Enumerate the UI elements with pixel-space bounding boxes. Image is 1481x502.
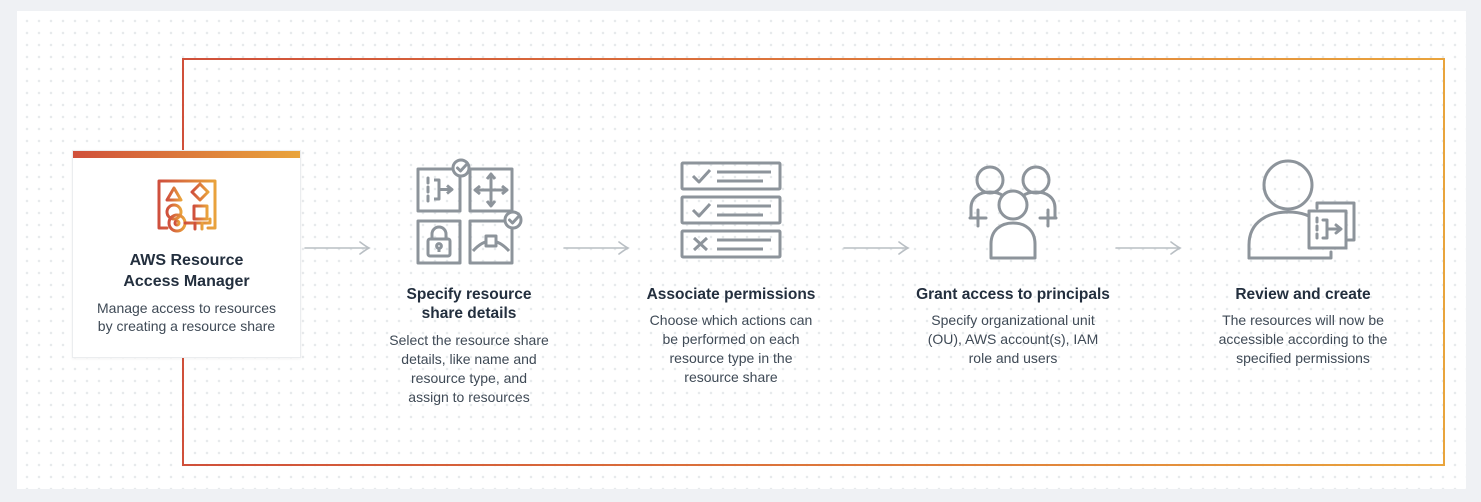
- step-grant-access-to-principals: Grant access to principals Specify organ…: [888, 159, 1138, 368]
- card-accent-bar: [73, 151, 300, 158]
- flow-frame-border: [182, 58, 1445, 466]
- right-arrow-icon: [563, 241, 630, 255]
- review-person-documents-icon: [1247, 159, 1356, 260]
- card-title: AWS Resource Access Manager: [123, 252, 250, 290]
- ram-shapes-key-icon: [157, 179, 216, 233]
- step-title: Grant access to principals: [916, 286, 1110, 303]
- aws-ram-card: AWS Resource Access Manager Manage acces…: [72, 150, 301, 358]
- step-title: Review and create: [1235, 286, 1371, 303]
- step-description: The resources will now be accessible acc…: [1218, 312, 1388, 367]
- step-associate-permissions: Associate permissions Choose which actio…: [606, 159, 856, 388]
- right-arrow-icon: [843, 241, 910, 255]
- step-review-and-create: Review and create The resources will now…: [1178, 159, 1428, 368]
- step-description: Select the resource share details, like …: [389, 331, 549, 405]
- right-arrow-icon: [1115, 241, 1182, 255]
- step-specify-resource-share-details: Specify resource share details Select th…: [344, 158, 594, 407]
- step-title: Specify resource share details: [406, 286, 532, 323]
- right-arrow-icon: [304, 241, 371, 255]
- card-description: Manage access to resources by creating a…: [97, 299, 276, 335]
- dotted-panel: AWS Resource Access Manager Manage acces…: [17, 11, 1466, 489]
- step-description: Choose which actions can be performed on…: [649, 312, 813, 386]
- step-title: Associate permissions: [646, 286, 816, 303]
- principals-group-icon: [968, 165, 1058, 260]
- resource-tiles-check-icon: [416, 158, 523, 265]
- step-description: Specify organizational unit (OU), AWS ac…: [927, 312, 1099, 367]
- permissions-checklist-icon: [680, 161, 782, 259]
